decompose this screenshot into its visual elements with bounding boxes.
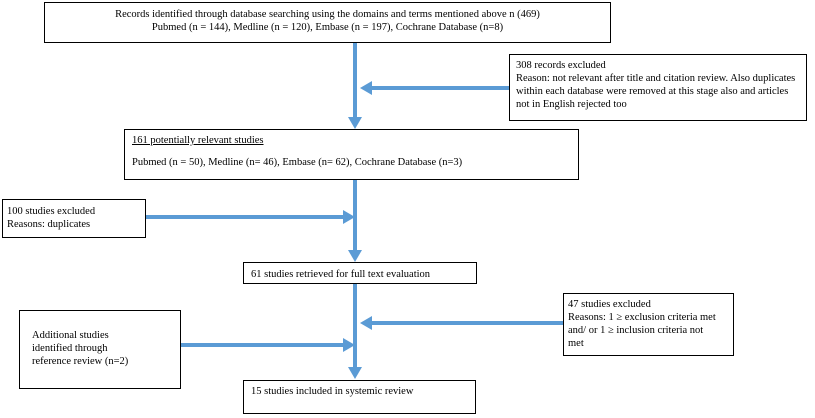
arrow-shaft-excluded-100 <box>146 215 343 219</box>
excluded-47-line-1: 47 studies excluded <box>568 299 651 310</box>
arrow-shaft-main-2 <box>353 180 357 250</box>
excluded-308-line-2: Reason: not relevant after title and cit… <box>516 73 796 84</box>
arrow-head-excluded-47 <box>360 316 372 330</box>
relevant-161-line-2: Pubmed (n = 50), Medline (n= 46), Embase… <box>132 157 463 168</box>
excluded-47-line-3: and/ or 1 ≥ inclusion criteria not <box>568 325 704 336</box>
arrow-head-excluded-100 <box>343 210 355 224</box>
arrow-shaft-main-3 <box>353 284 357 367</box>
arrow-head-main-2 <box>348 250 362 262</box>
arrow-head-excluded-308 <box>360 81 372 95</box>
excluded-308-line-4: not in English rejected too <box>516 99 627 110</box>
excluded-47-line-4: met <box>568 338 584 349</box>
excluded-308-line-1: 308 records excluded <box>516 60 606 71</box>
records-identified-box: Records identified through database sear… <box>44 2 611 43</box>
excluded-100-line-1: 100 studies excluded <box>7 206 96 217</box>
records-identified-line-1: Records identified through database sear… <box>115 9 540 20</box>
retrieved-61-box: 61 studies retrieved for full text evalu… <box>243 262 477 284</box>
arrow-shaft-additional <box>181 343 343 347</box>
additional-studies-box: Additional studies identified through re… <box>19 310 181 389</box>
excluded-308-box: 308 records excluded Reason: not relevan… <box>509 54 807 121</box>
excluded-100-line-2: Reasons: duplicates <box>7 219 91 230</box>
additional-studies-line-2: identified through <box>32 343 108 354</box>
arrow-head-main-3 <box>348 367 362 379</box>
arrow-head-main-1 <box>348 117 362 129</box>
arrow-shaft-main-1 <box>353 43 357 117</box>
excluded-47-line-2: Reasons: 1 ≥ exclusion criteria met <box>568 312 716 323</box>
arrow-shaft-excluded-47 <box>372 321 563 325</box>
excluded-100-box: 100 studies excluded Reasons: duplicates <box>2 199 146 238</box>
arrow-head-additional <box>343 338 355 352</box>
arrow-shaft-excluded-308 <box>372 86 509 90</box>
relevant-161-box: 161 potentially relevant studies Pubmed … <box>124 129 579 180</box>
additional-studies-line-1: Additional studies <box>32 330 109 341</box>
included-15-box: 15 studies included in systemic review <box>243 380 476 414</box>
excluded-308-line-3: within each database were removed at thi… <box>516 86 789 97</box>
relevant-161-title: 161 potentially relevant studies <box>132 135 264 146</box>
additional-studies-line-3: reference review (n=2) <box>32 356 129 367</box>
records-identified-line-2: Pubmed (n = 144), Medline (n = 120), Emb… <box>151 22 504 33</box>
retrieved-61-line-1: 61 studies retrieved for full text evalu… <box>251 269 431 280</box>
excluded-47-box: 47 studies excluded Reasons: 1 ≥ exclusi… <box>563 293 734 356</box>
included-15-line-1: 15 studies included in systemic review <box>251 386 414 397</box>
